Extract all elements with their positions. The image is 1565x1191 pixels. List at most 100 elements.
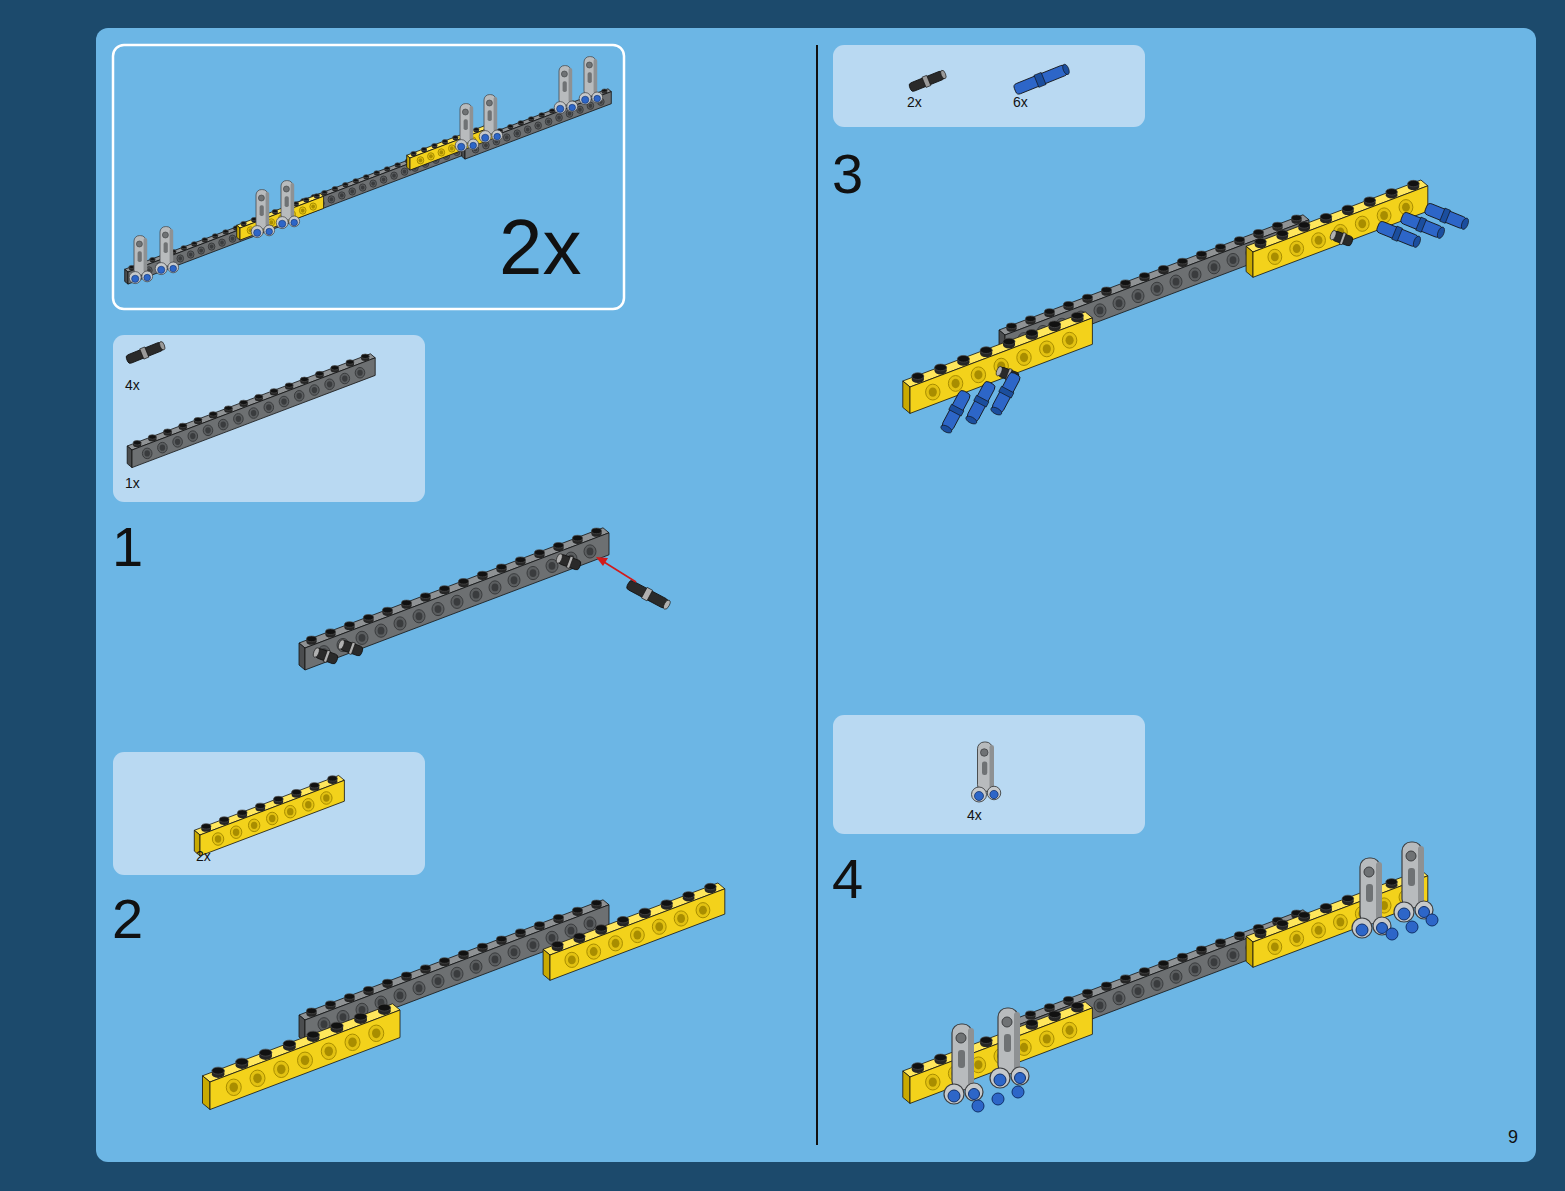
- step-number: 2: [112, 891, 143, 947]
- brick-hole-inner: [1293, 244, 1301, 253]
- stud-top: [300, 377, 308, 381]
- brick-hole: [527, 566, 539, 579]
- stud-top: [1320, 903, 1332, 909]
- brick-hole-inner: [416, 984, 423, 992]
- stud-top: [1320, 213, 1332, 219]
- gray-connector: [1352, 858, 1391, 938]
- brick-hole-inner: [230, 1082, 239, 1092]
- pin-collar: [348, 642, 355, 654]
- brick-end: [237, 225, 240, 240]
- yellow-technic-brick: [543, 883, 725, 980]
- stud-top: [1102, 982, 1112, 988]
- brick-hole: [229, 235, 236, 242]
- connector-side: [494, 97, 498, 132]
- brick-hole: [310, 203, 317, 210]
- brick-hole-inner: [327, 381, 332, 387]
- brick-hole: [328, 196, 335, 203]
- blue-pin-end: [972, 1100, 984, 1112]
- gray-connector: [276, 181, 299, 229]
- stud-top: [384, 167, 390, 170]
- connector-base: [168, 262, 179, 273]
- stud-top: [539, 113, 545, 116]
- stud-top: [1102, 287, 1112, 293]
- stud-top: [639, 908, 651, 914]
- brick-hole-inner: [536, 123, 540, 127]
- brick-hole-inner: [1116, 299, 1123, 307]
- brick-hole-inner: [511, 948, 518, 956]
- brick-hole: [250, 1070, 265, 1087]
- stud-top: [478, 571, 488, 577]
- brick-front: [210, 1010, 400, 1110]
- brick-hole-inner: [371, 181, 375, 185]
- brick-hole-inner: [929, 387, 937, 396]
- brick-hole: [696, 903, 710, 918]
- connector-slot: [488, 110, 492, 121]
- pin-body: [908, 70, 945, 92]
- brick-hole: [432, 602, 444, 615]
- brick-hole-inner: [1358, 219, 1366, 228]
- gray-connector: [972, 742, 1001, 802]
- brick-hole: [1189, 268, 1201, 281]
- pin-end: [990, 406, 1003, 417]
- stud-top: [1007, 323, 1017, 329]
- connector-base: [579, 93, 591, 105]
- pin-end: [995, 366, 1003, 377]
- brick-hole: [1017, 350, 1031, 366]
- brick-hole-inner: [301, 1055, 310, 1065]
- stud-top: [554, 543, 564, 549]
- gray-connector: [1394, 842, 1433, 922]
- blue-pin-end: [144, 274, 151, 281]
- brick-hole: [1040, 341, 1054, 357]
- connector-base: [276, 217, 288, 229]
- brick-hole: [926, 384, 940, 400]
- brick-hole-inner: [974, 1060, 982, 1069]
- stud-top: [683, 892, 695, 898]
- pin-collar: [1440, 208, 1451, 223]
- brick-end: [1246, 936, 1253, 967]
- parts-list-box: 2x6x: [833, 45, 1145, 127]
- brick-hole-inner: [473, 963, 480, 971]
- brick-front: [910, 318, 1092, 414]
- brick-hole-inner: [372, 1028, 381, 1038]
- brick-front: [300, 142, 467, 218]
- brick-hole: [218, 419, 228, 430]
- pin-collar: [1416, 217, 1427, 232]
- stud-top: [573, 907, 583, 913]
- pin-end: [312, 647, 320, 658]
- brick-hole: [1290, 931, 1304, 946]
- part-quantity: 2x: [196, 849, 211, 863]
- pin-end: [1412, 235, 1422, 248]
- brick-hole-inner: [1097, 1002, 1104, 1010]
- stud-top: [364, 175, 370, 178]
- stud-top: [1197, 946, 1207, 952]
- brick-hole-inner: [1211, 263, 1218, 271]
- black-pin: [337, 638, 364, 658]
- stud-top: [1071, 312, 1083, 319]
- brick-hole-inner: [549, 934, 556, 942]
- pin-end: [940, 69, 948, 79]
- brick-hole-inner: [287, 808, 293, 815]
- brick-hole-inner: [323, 794, 329, 801]
- brick-hole-inner: [340, 193, 344, 197]
- brick-hole: [1040, 1031, 1054, 1047]
- brick-hole-inner: [429, 154, 433, 158]
- brick-hole-inner: [557, 116, 561, 120]
- connector-slot: [1408, 868, 1415, 886]
- brick-hole: [1208, 261, 1220, 274]
- brick-hole-inner: [1154, 980, 1161, 988]
- brick-hole: [299, 207, 306, 214]
- stud-top: [1140, 968, 1150, 974]
- pin-collar: [974, 395, 989, 407]
- brick-hole-inner: [301, 208, 305, 212]
- stud-top: [150, 258, 156, 261]
- stud-top: [980, 1037, 992, 1044]
- connector-hole: [258, 195, 264, 201]
- blue-pin-end: [969, 1089, 980, 1100]
- stud-top: [1003, 338, 1015, 345]
- brick-hole: [321, 1043, 336, 1060]
- brick-end: [127, 446, 132, 468]
- brick-hole: [609, 936, 623, 951]
- stud-top: [1255, 928, 1267, 934]
- brick-hole-inner: [952, 379, 960, 388]
- blue-pin: [1013, 62, 1071, 96]
